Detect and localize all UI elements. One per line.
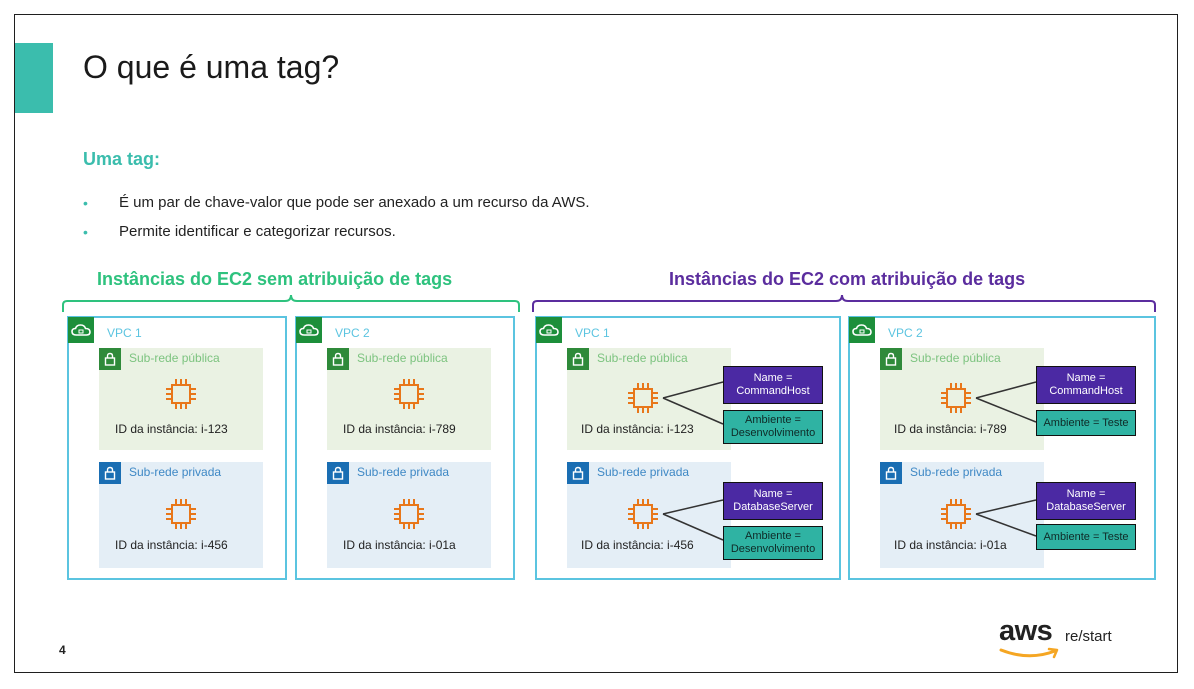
tag-key: Name = — [753, 488, 793, 500]
lock-icon — [567, 348, 589, 370]
restart-logo-text: re/start — [1065, 628, 1112, 645]
tag-key: Ambiente = — [745, 530, 801, 542]
slide: O que é uma tag? Uma tag: • É um par de c… — [14, 14, 1178, 673]
vpc-label: VPC 1 — [107, 326, 142, 340]
title-accent-bar — [15, 43, 53, 113]
vpc-1-untagged: VPC 1 Sub-rede pública ID da instância: … — [67, 316, 287, 580]
lock-icon — [880, 462, 902, 484]
vpc-label: VPC 1 — [575, 326, 610, 340]
lock-icon — [567, 462, 589, 484]
environment-tag: Ambiente = Teste — [1036, 524, 1136, 550]
vpc-1-tagged: VPC 1 Sub-rede pública ID da instância: … — [535, 316, 841, 580]
cloud-icon — [68, 317, 94, 343]
aws-restart-logo: aws re/start — [999, 615, 1139, 665]
instance-id: ID da instância: i-789 — [894, 422, 1007, 436]
instance-id: ID da instância: i-123 — [581, 422, 694, 436]
tagged-group-title: Instâncias do EC2 com atribuição de tags — [669, 269, 1026, 289]
bullet-text: Permite identificar e categorizar recurs… — [119, 223, 396, 240]
ec2-instance-icon — [166, 499, 196, 529]
ec2-instance-icon — [941, 383, 971, 413]
lock-icon — [327, 348, 349, 370]
public-subnet: Sub-rede pública ID da instância: i-789 — [327, 348, 491, 450]
cloud-icon — [536, 317, 562, 343]
name-tag: Name =CommandHost — [723, 366, 823, 404]
private-subnet: Sub-rede privada ID da instância: i-456 — [99, 462, 263, 568]
tag-value: DatabaseServer — [733, 501, 813, 513]
lock-icon — [880, 348, 902, 370]
slide-title: O que é uma tag? — [83, 49, 340, 85]
tag-key: Name = — [753, 372, 793, 384]
public-subnet: Sub-rede pública ID da instância: i-123 — [99, 348, 263, 450]
instance-id: ID da instância: i-456 — [115, 538, 228, 552]
subnet-label: Sub-rede pública — [129, 351, 220, 365]
bullet-text: É um par de chave-valor que pode ser ane… — [119, 194, 590, 211]
name-tag: Name =DatabaseServer — [1036, 482, 1136, 520]
cloud-icon — [296, 317, 322, 343]
bullet-dot-icon: • — [83, 195, 88, 211]
vpc-2-untagged: VPC 2 Sub-rede pública ID da instância: … — [295, 316, 515, 580]
bullet-item: • É um par de chave-valor que pode ser an… — [83, 193, 590, 222]
section-subtitle: Uma tag: — [83, 149, 161, 169]
bullet-item: • Permite identificar e categorizar recur… — [83, 222, 590, 251]
subnet-label: Sub-rede privada — [597, 465, 690, 479]
subnet-label: Sub-rede privada — [129, 465, 222, 479]
private-subnet: Sub-rede privada ID da instância: i-01a — [327, 462, 491, 568]
vpc-2-tagged: VPC 2 Sub-rede pública ID da instância: … — [848, 316, 1156, 580]
ec2-instance-icon — [941, 499, 971, 529]
aws-logo-text: aws — [999, 615, 1053, 647]
ec2-instance-icon — [628, 499, 658, 529]
cloud-icon — [849, 317, 875, 343]
untagged-group-title: Instâncias do EC2 sem atribuição de tags — [97, 269, 453, 289]
environment-tag: Ambiente = Teste — [1036, 410, 1136, 436]
instance-id: ID da instância: i-789 — [343, 422, 456, 436]
lock-icon — [327, 462, 349, 484]
ec2-instance-icon — [628, 383, 658, 413]
tag-text: Ambiente = Teste — [1043, 530, 1129, 543]
subnet-label: Sub-rede pública — [357, 351, 448, 365]
subnet-label: Sub-rede privada — [357, 465, 450, 479]
public-subnet: Sub-rede pública ID da instância: i-789 — [880, 348, 1044, 450]
private-subnet: Sub-rede privada ID da instância: i-456 — [567, 462, 731, 568]
tag-value: Desenvolvimento — [730, 543, 816, 555]
bullet-dot-icon: • — [83, 224, 88, 240]
untagged-brace — [62, 294, 520, 312]
ec2-instance-icon — [394, 379, 424, 409]
environment-tag: Ambiente =Desenvolvimento — [723, 526, 823, 560]
tag-key: Name = — [1066, 488, 1106, 500]
name-tag: Name =DatabaseServer — [723, 482, 823, 520]
instance-id: ID da instância: i-01a — [894, 538, 1007, 552]
aws-smile-icon — [999, 647, 1059, 659]
lock-icon — [99, 462, 121, 484]
bullet-list: • É um par de chave-valor que pode ser an… — [83, 193, 590, 251]
tag-text: Ambiente = Teste — [1043, 416, 1129, 429]
tag-value: CommandHost — [1049, 385, 1123, 397]
tag-key: Name = — [1066, 372, 1106, 384]
tag-value: DatabaseServer — [1046, 501, 1126, 513]
ec2-instance-icon — [394, 499, 424, 529]
subnet-label: Sub-rede pública — [597, 351, 688, 365]
ec2-instance-icon — [166, 379, 196, 409]
tag-value: CommandHost — [736, 385, 810, 397]
vpc-label: VPC 2 — [335, 326, 370, 340]
private-subnet: Sub-rede privada ID da instância: i-01a — [880, 462, 1044, 568]
instance-id: ID da instância: i-123 — [115, 422, 228, 436]
tagged-brace — [532, 294, 1156, 312]
lock-icon — [99, 348, 121, 370]
subnet-label: Sub-rede pública — [910, 351, 1001, 365]
tag-key: Ambiente = — [745, 414, 801, 426]
name-tag: Name =CommandHost — [1036, 366, 1136, 404]
page-number: 4 — [59, 643, 66, 657]
instance-id: ID da instância: i-01a — [343, 538, 456, 552]
public-subnet: Sub-rede pública ID da instância: i-123 — [567, 348, 731, 450]
tag-value: Desenvolvimento — [730, 427, 816, 439]
environment-tag: Ambiente =Desenvolvimento — [723, 410, 823, 444]
subnet-label: Sub-rede privada — [910, 465, 1003, 479]
instance-id: ID da instância: i-456 — [581, 538, 694, 552]
vpc-label: VPC 2 — [888, 326, 923, 340]
